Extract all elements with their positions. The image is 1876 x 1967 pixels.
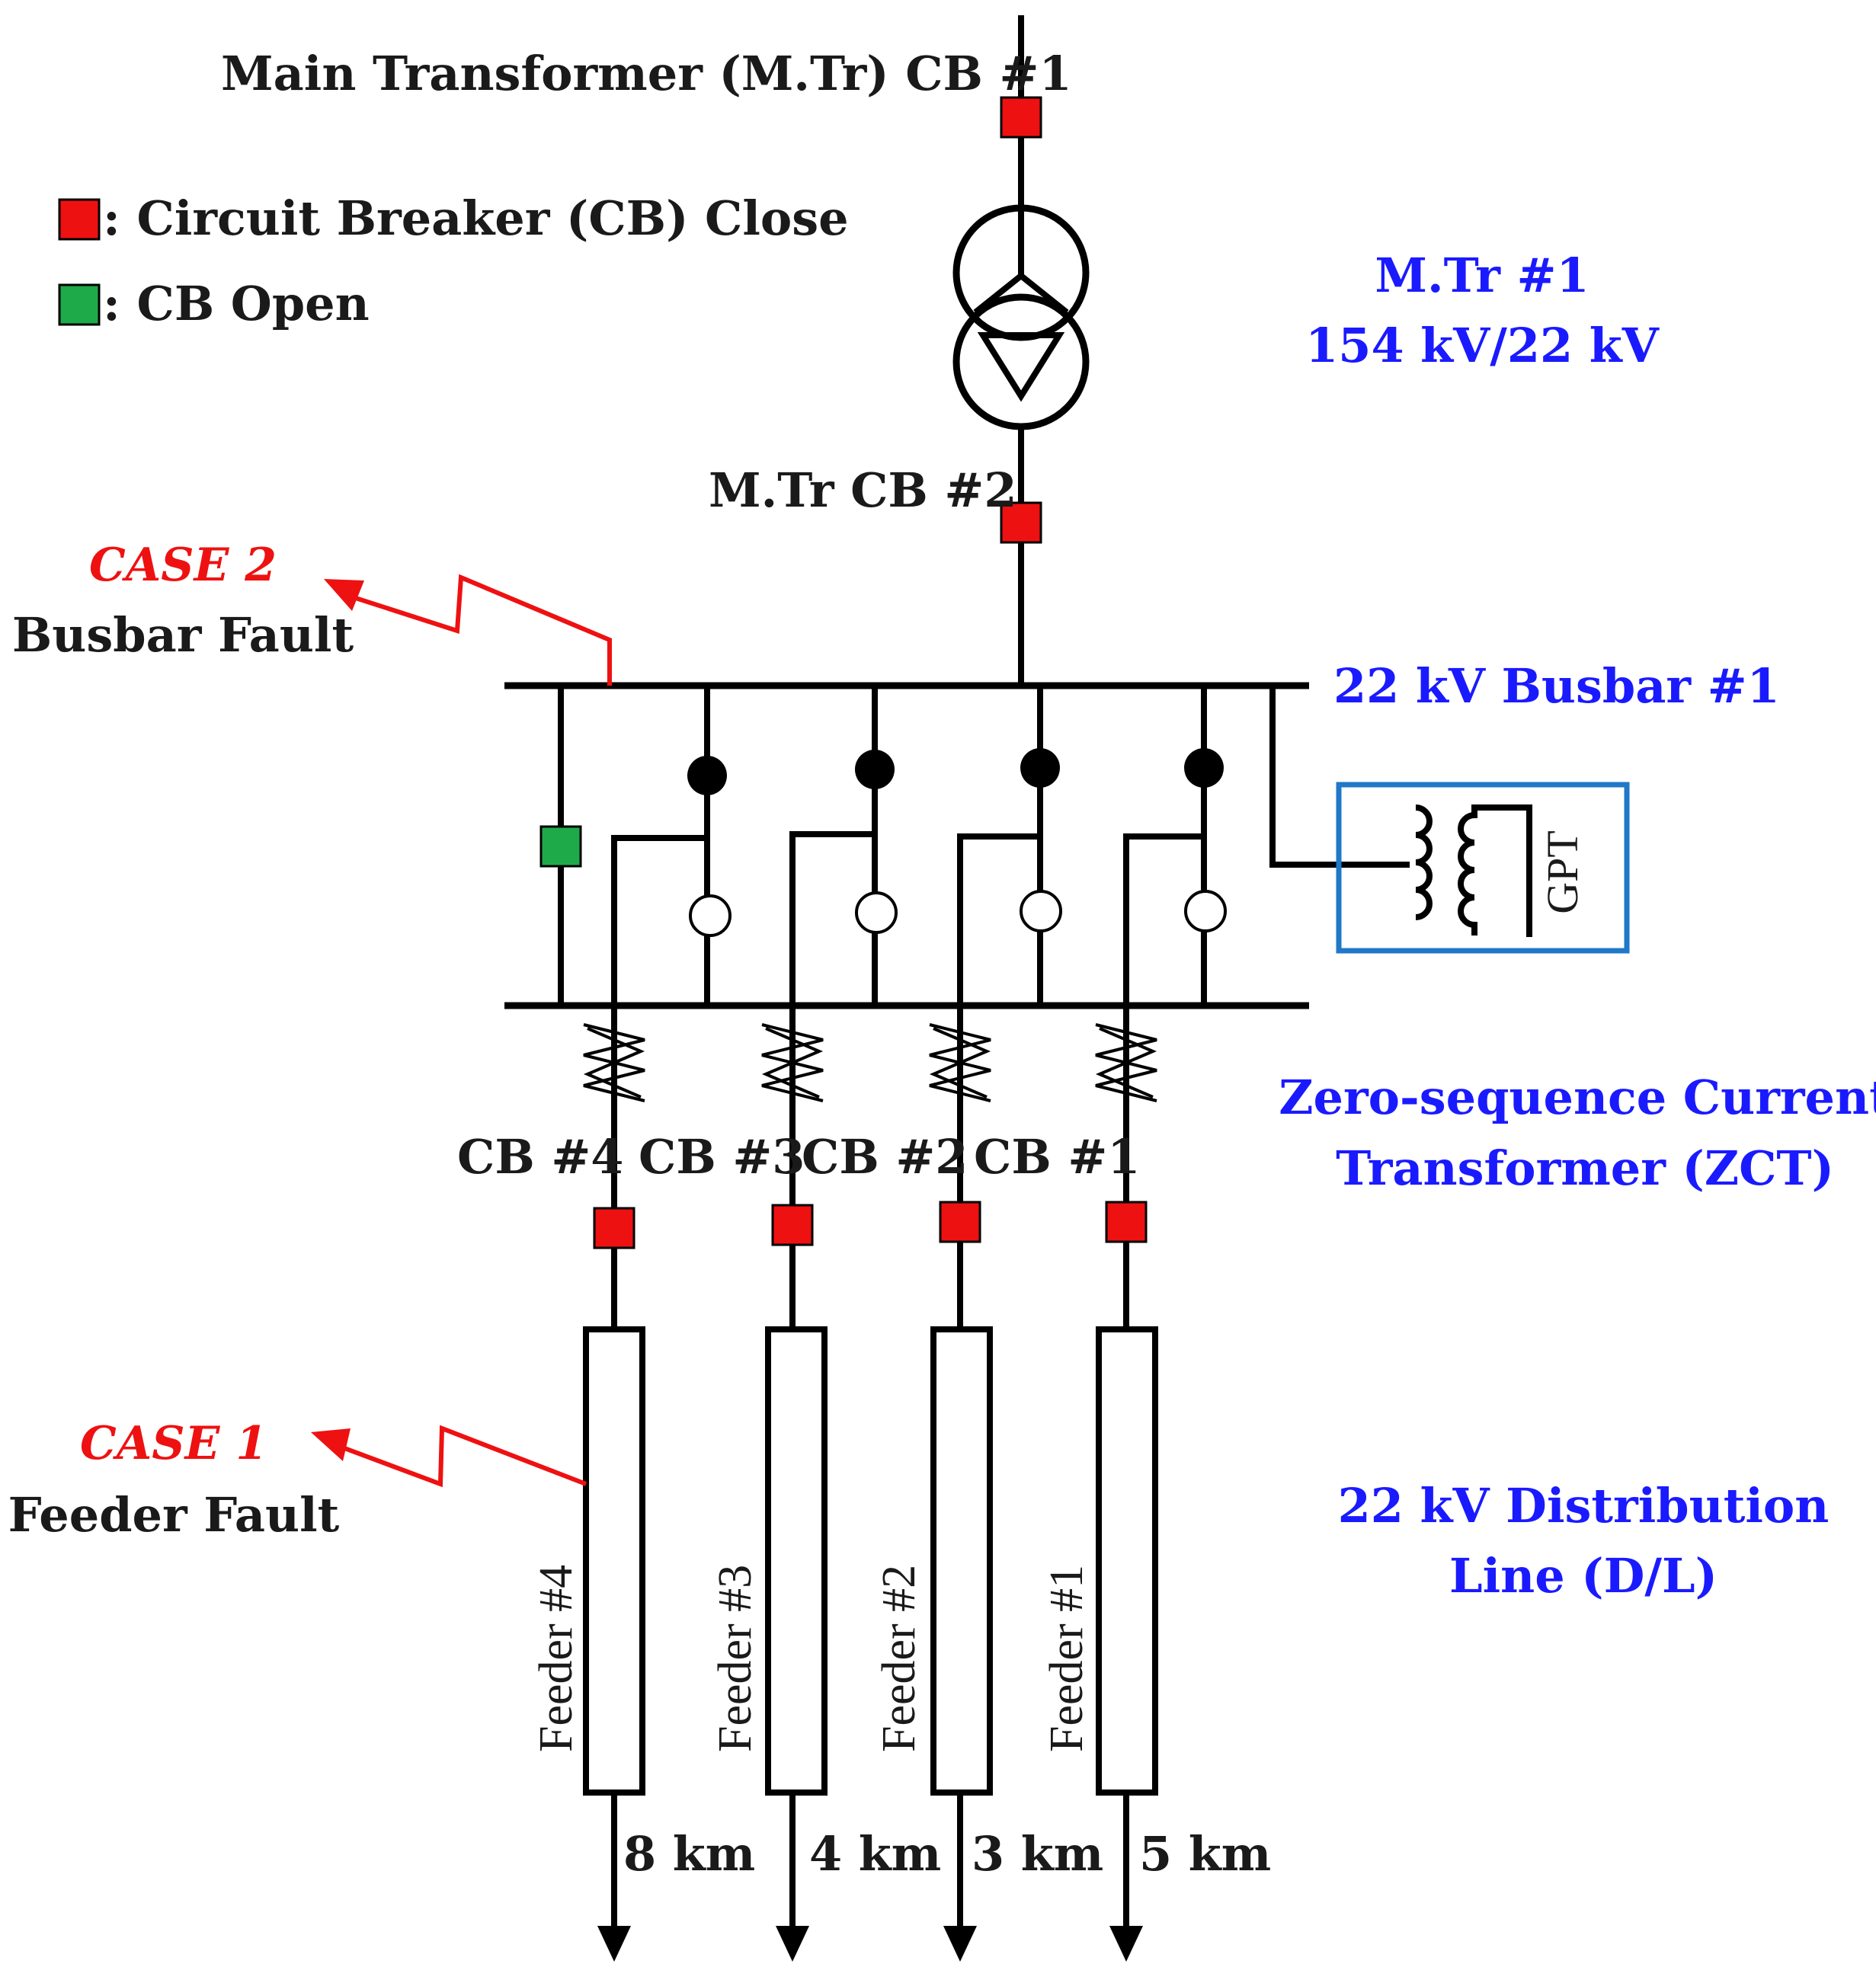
bay1-disconnector-open — [1184, 890, 1227, 932]
legend-open-label: : CB Open — [103, 276, 370, 331]
mtr-name-label: M.Tr #1 — [1375, 248, 1589, 303]
case1-fault-indicator — [311, 1425, 587, 1488]
bay3-disconnector-closed — [855, 750, 895, 789]
legend-close-swatch — [58, 198, 101, 241]
case2-arrowhead-icon — [324, 579, 364, 611]
feeder-lines — [583, 1006, 1158, 1962]
mtr-cb2-label: M.Tr CB #2 — [709, 462, 1017, 518]
bay2-disconnector-closed — [1020, 748, 1060, 788]
gpt-label: GPT — [1538, 830, 1587, 914]
feeder3-length: 4 km — [809, 1826, 941, 1882]
cb3-label: CB #3 — [639, 1129, 805, 1185]
mtr-cb1-close-symbol — [1000, 96, 1042, 139]
feeder-bays — [611, 686, 1227, 1006]
gpt-box — [1336, 782, 1630, 954]
legend-close-label: : Circuit Breaker (CB) Close — [103, 190, 849, 246]
feeder4-label: Feeder #4 — [530, 1565, 582, 1752]
cb1-label: CB #1 — [974, 1129, 1140, 1185]
feeder2-label: Feeder #2 — [873, 1565, 925, 1752]
case1-description: Feeder Fault — [8, 1487, 340, 1543]
legend — [58, 198, 101, 326]
feeder2-arrow-icon — [943, 1926, 977, 1962]
feeder2-length: 3 km — [972, 1826, 1103, 1882]
feeder1-length: 5 km — [1139, 1826, 1271, 1882]
gpt-primary-coil-icon — [1415, 804, 1433, 920]
feeder3-label: Feeder #3 — [709, 1565, 761, 1752]
gpt-branch — [1269, 686, 1630, 954]
main-transformer-section — [952, 15, 1090, 686]
gpt-secondary-coil-icon — [1458, 804, 1532, 937]
feeder2-cb-close-symbol — [939, 1201, 981, 1243]
feeder3-arrow-icon — [776, 1926, 809, 1962]
case1-arrowhead-icon — [311, 1428, 351, 1461]
case1-title: CASE 1 — [80, 1417, 267, 1470]
bay3-disconnector-open — [855, 891, 898, 934]
feeder3-cb-close-symbol — [771, 1204, 814, 1246]
mtr-rating-label: 154 kV/22 kV — [1305, 318, 1660, 373]
cb4-label: CB #4 — [457, 1129, 623, 1185]
bus-tie-open — [539, 686, 582, 1006]
case2-title: CASE 2 — [89, 539, 277, 592]
feeder1-line-block — [1096, 1326, 1158, 1796]
case2-description: Busbar Fault — [12, 607, 354, 663]
feeder4-length: 8 km — [623, 1826, 755, 1882]
dl-label-line2: Line (D/L) — [1449, 1548, 1718, 1604]
bay1-disconnector-closed — [1184, 748, 1224, 788]
delta-symbol — [977, 332, 1065, 402]
dl-label-line1: 22 kV Distribution — [1338, 1478, 1830, 1534]
legend-open-swatch — [58, 283, 101, 326]
bay4-disconnector-open — [689, 894, 732, 937]
wye-symbol — [973, 209, 1069, 315]
zct-label-line1: Zero-sequence Current — [1279, 1070, 1876, 1125]
bus-tie-cb-open-symbol — [539, 825, 582, 868]
busbar-label: 22 kV Busbar #1 — [1333, 658, 1780, 714]
bay2-disconnector-open — [1020, 890, 1062, 932]
zct-label-line2: Transformer (ZCT) — [1336, 1140, 1834, 1196]
zct-symbols — [583, 1023, 1157, 1102]
feeder4-cb-close-symbol — [593, 1207, 635, 1249]
bay4-disconnector-closed — [687, 756, 727, 795]
cb2-label: CB #2 — [802, 1129, 968, 1185]
feeder4-arrow-icon — [597, 1926, 631, 1962]
feeder4-line-block — [583, 1326, 645, 1796]
case2-fault-indicator — [324, 574, 612, 686]
feeder3-line-block — [765, 1326, 828, 1796]
feeder1-cb-close-symbol — [1105, 1201, 1148, 1243]
mtr-cb2-close-symbol — [1000, 501, 1042, 544]
transformer-secondary-winding — [952, 293, 1090, 430]
feeder1-arrow-icon — [1109, 1926, 1143, 1962]
feeder2-line-block — [930, 1326, 993, 1796]
main-tr-cb1-label: Main Transformer (M.Tr) CB #1 — [221, 46, 1072, 101]
feeder1-label: Feeder #1 — [1041, 1565, 1093, 1752]
